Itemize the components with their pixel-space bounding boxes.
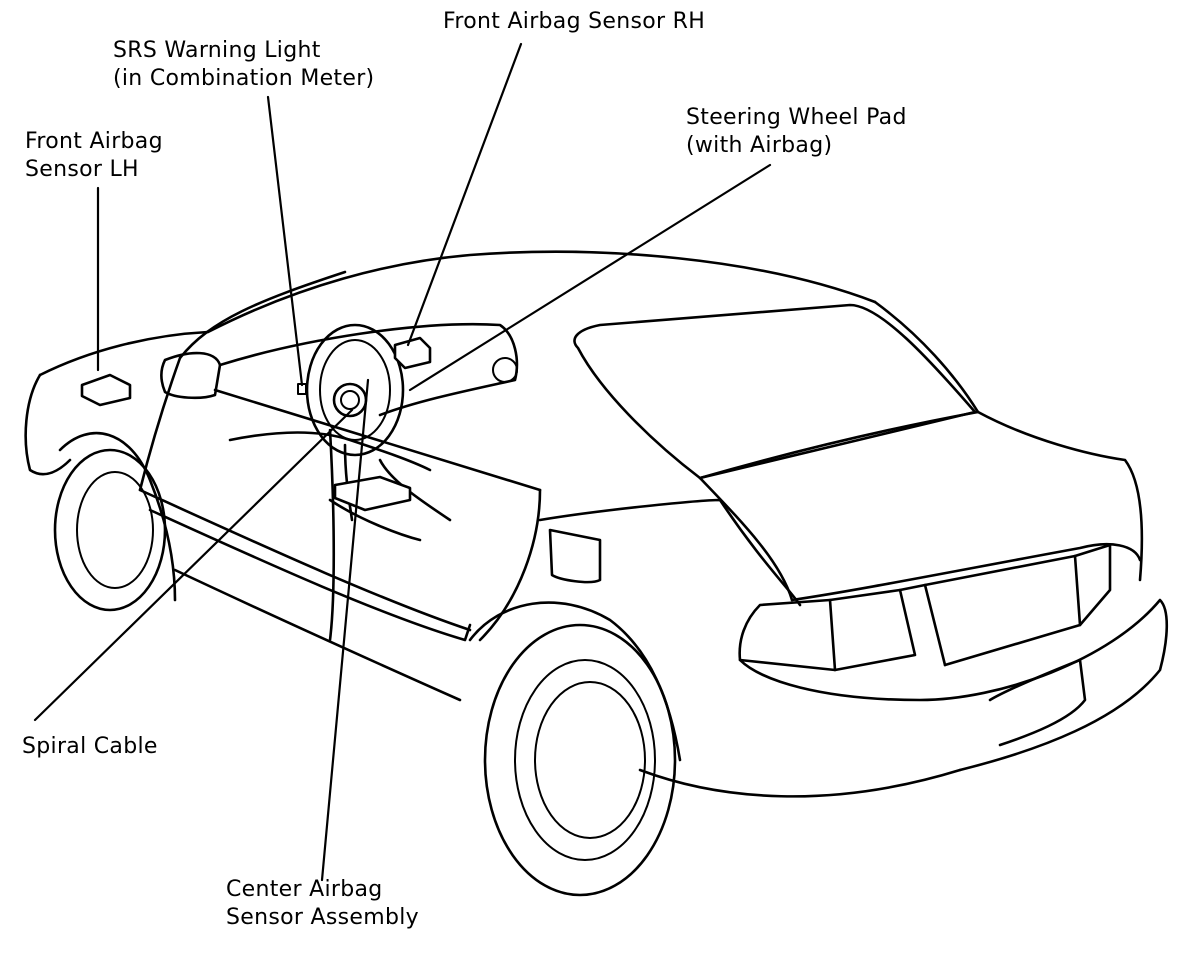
label-center-airbag-sensor: Center Airbag Sensor Assembly	[226, 876, 419, 932]
front-tire	[53, 448, 167, 612]
roof-line	[206, 250, 877, 334]
rear-tire	[483, 623, 677, 897]
trunk-top	[698, 410, 980, 480]
windshield-frame	[178, 270, 347, 360]
airbag-hub-inner	[340, 390, 360, 410]
c-pillar	[873, 300, 980, 414]
label-steering-wheel-pad: Steering Wheel Pad (with Airbag)	[686, 104, 907, 160]
trunk-lid-line	[923, 554, 1082, 667]
rear-rim	[514, 659, 656, 861]
tail-lamp-left	[738, 598, 837, 672]
trunk-side	[698, 476, 794, 602]
label-line: Front Airbag	[25, 129, 163, 154]
center-sensor-body	[333, 475, 412, 512]
label-line: Sensor LH	[25, 157, 139, 182]
front-rim	[76, 471, 154, 589]
label-line: SRS Warning Light	[113, 38, 321, 63]
leader-srs-light	[266, 95, 304, 387]
label-line: (in Combination Meter)	[113, 66, 375, 91]
leader-sensor-rh	[406, 42, 523, 347]
label-srs-warning-light: SRS Warning Light (in Combination Meter)	[113, 37, 374, 93]
label-line: (with Airbag)	[686, 133, 833, 158]
b-pillar	[328, 428, 336, 642]
sensor-rh-body	[393, 336, 432, 370]
floor-line	[328, 498, 422, 542]
a-pillar	[138, 356, 182, 492]
hood-line	[38, 330, 210, 377]
license-recess	[988, 658, 1087, 747]
trunk-edge	[976, 410, 1144, 582]
tail-lamp-mid	[828, 588, 917, 672]
side-mirror	[159, 351, 222, 400]
rear-door-edge	[478, 488, 542, 642]
sensor-lh-body	[80, 373, 132, 407]
steering-wheel	[305, 323, 405, 457]
dashboard	[218, 322, 519, 417]
label-line: Center Airbag	[226, 877, 383, 902]
label-line: Front Airbag Sensor RH	[443, 9, 706, 34]
door-molding	[148, 508, 472, 642]
rear-bumper	[738, 598, 1169, 772]
rear-window	[573, 303, 977, 480]
rear-hub	[534, 681, 646, 839]
tail-lamp-right	[1073, 543, 1112, 627]
fuel-door	[548, 528, 602, 584]
label-spiral-cable: Spiral Cable	[22, 733, 158, 761]
front-fascia	[24, 373, 72, 476]
rear-fender	[538, 498, 802, 607]
label-line: Spiral Cable	[22, 734, 158, 759]
label-front-airbag-sensor-rh: Front Airbag Sensor RH	[443, 8, 705, 36]
label-line: Steering Wheel Pad	[686, 105, 907, 130]
leader-spiral-cable	[33, 408, 354, 722]
front-wheel-arch	[58, 432, 177, 602]
leader-center-sensor	[320, 378, 370, 882]
side-lower	[173, 568, 462, 702]
steering-wheel-inner	[319, 339, 391, 441]
rear-bumper-lower	[638, 768, 962, 798]
dash-vent	[492, 357, 518, 383]
tail-panel	[790, 542, 1142, 602]
rocker-line	[138, 488, 472, 632]
door-window-line	[213, 388, 542, 492]
label-line: Sensor Assembly	[226, 905, 419, 930]
label-front-airbag-sensor-lh: Front Airbag Sensor LH	[25, 128, 163, 184]
leader-steering-pad	[408, 163, 772, 392]
